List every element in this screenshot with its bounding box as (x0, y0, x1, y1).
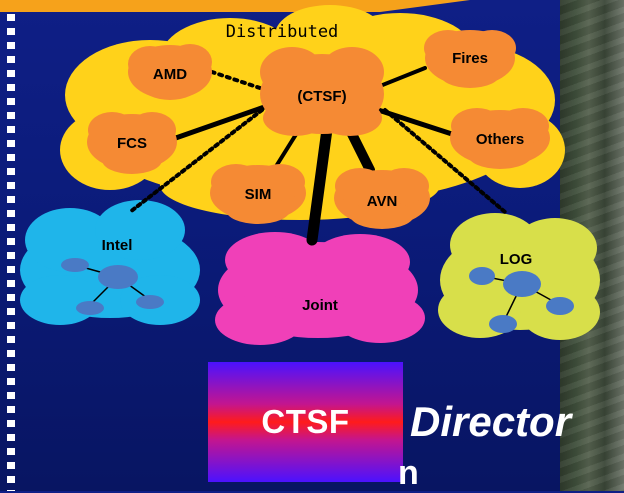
link-center-fires (373, 66, 427, 90)
node-others (450, 108, 550, 169)
intel-cloud (20, 200, 200, 325)
ctsf-badge: CTSF (208, 362, 403, 482)
intel-mini-network (61, 258, 164, 315)
label-center: (CTSF) (297, 88, 346, 105)
label-intel: Intel (102, 237, 133, 254)
link-center-joint (306, 116, 334, 246)
label-fcs: FCS (117, 135, 147, 152)
director-text: Director (410, 398, 572, 445)
node-fcs (87, 112, 177, 174)
label-sim: SIM (245, 186, 272, 203)
label-amd: AMD (153, 66, 187, 83)
connectors (128, 66, 507, 246)
background-photo-strip (560, 0, 624, 491)
link-center-intel (128, 108, 264, 214)
label-avn: AVN (367, 193, 398, 210)
link-center-log (383, 108, 507, 214)
node-fires (424, 30, 516, 88)
link-center-amd (210, 70, 262, 90)
label-joint: Joint (302, 297, 338, 314)
log-mini-network (469, 267, 574, 333)
node-sim (210, 164, 306, 224)
label-others: Others (476, 131, 524, 148)
title-distributed: Distributed (226, 22, 339, 42)
link-center-fcs (167, 102, 273, 143)
joint-cloud (215, 232, 425, 345)
label-log: LOG (500, 251, 533, 268)
dotted-left-border (7, 0, 15, 491)
node-center (260, 47, 384, 136)
node-avn (334, 168, 430, 229)
label-fires: Fires (452, 50, 488, 67)
title-banner (0, 0, 470, 12)
ctsf-badge-label: CTSF (261, 403, 350, 440)
director-text-wrap: n (398, 454, 419, 492)
node-amd (128, 44, 212, 100)
